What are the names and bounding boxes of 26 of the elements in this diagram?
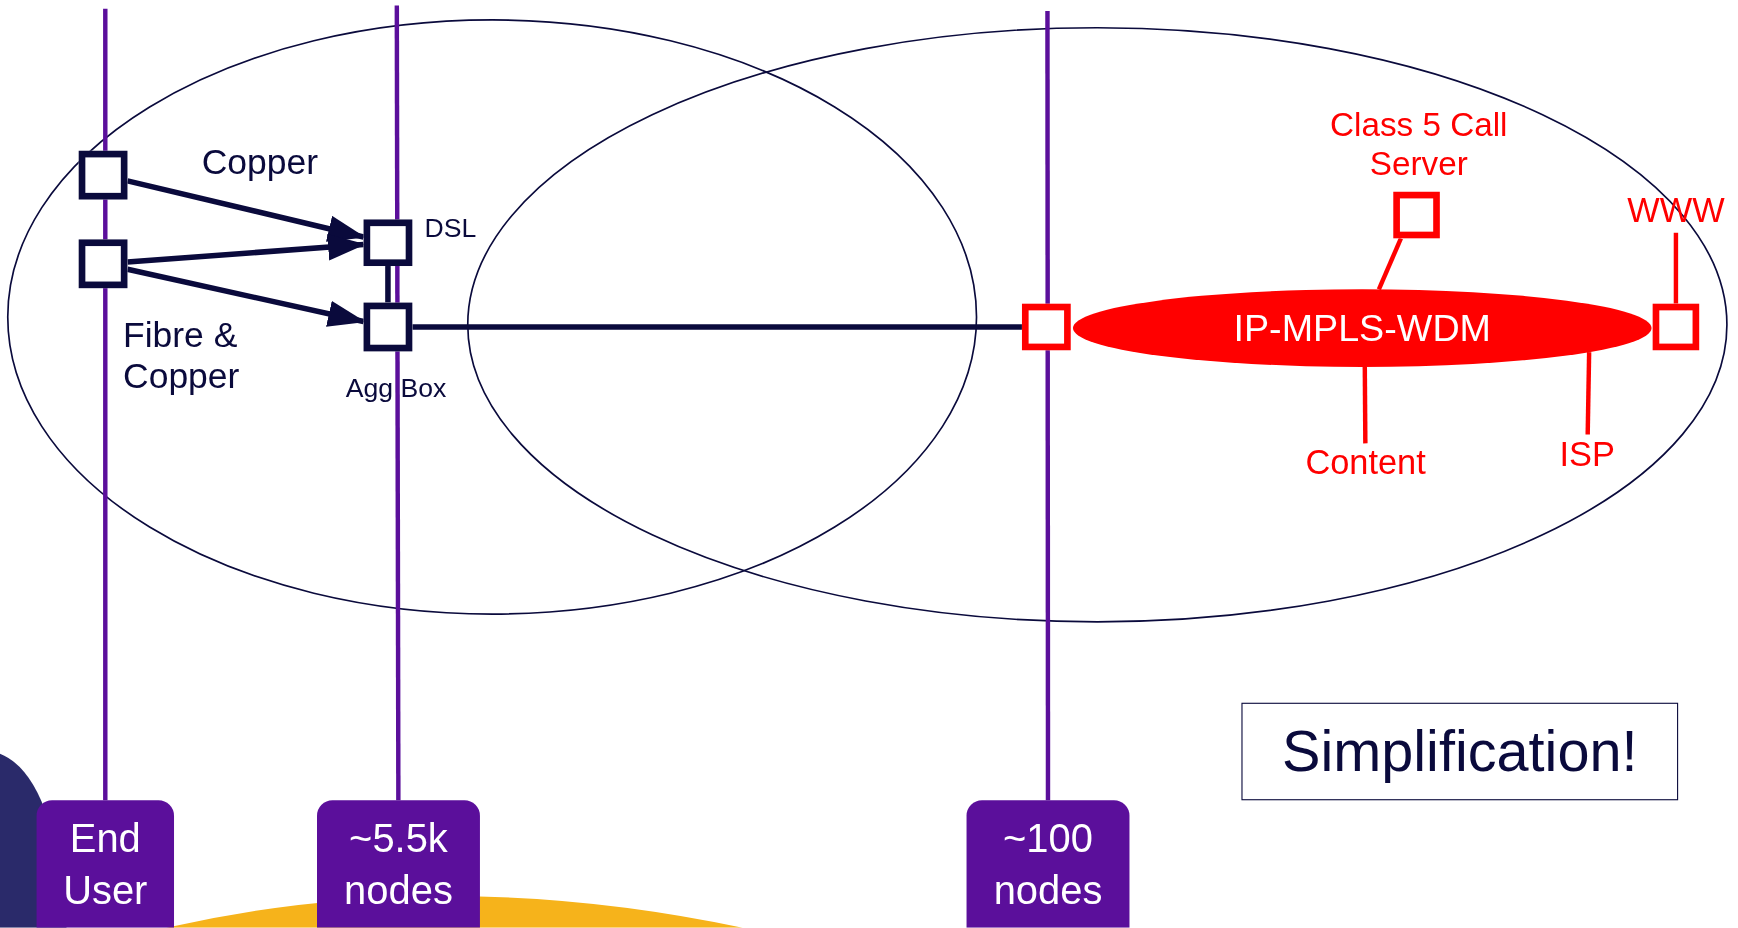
node-square (1021, 303, 1071, 351)
node-square (1652, 303, 1700, 351)
node-square (363, 302, 413, 352)
node-square (78, 239, 128, 289)
node-square (78, 150, 128, 200)
node-square (363, 219, 413, 266)
column-tab: ~5.5k nodes (317, 800, 480, 928)
connector-line (394, 5, 401, 801)
network-ellipse: IP-MPLS-WDM (1072, 289, 1652, 367)
site-label: Content (1288, 443, 1444, 488)
column-tab: ~100 nodes (966, 800, 1130, 928)
node-caption: Class 5 Call Server (1329, 106, 1509, 183)
connector-line (103, 8, 108, 801)
connector-line (1673, 232, 1679, 304)
node-caption: Agg Box (345, 372, 447, 403)
connector-line (1376, 237, 1403, 291)
column-tab: End User (36, 800, 174, 928)
connector-line (1045, 11, 1051, 801)
node-caption: DSL (424, 212, 477, 244)
connector-line (1585, 352, 1592, 435)
connector-line (1362, 366, 1368, 444)
site-label: ISP (1548, 434, 1627, 479)
note-box: Simplification! (1241, 702, 1679, 801)
connector-line (412, 324, 1022, 330)
connector-line (385, 266, 391, 303)
node-square (1393, 191, 1440, 239)
